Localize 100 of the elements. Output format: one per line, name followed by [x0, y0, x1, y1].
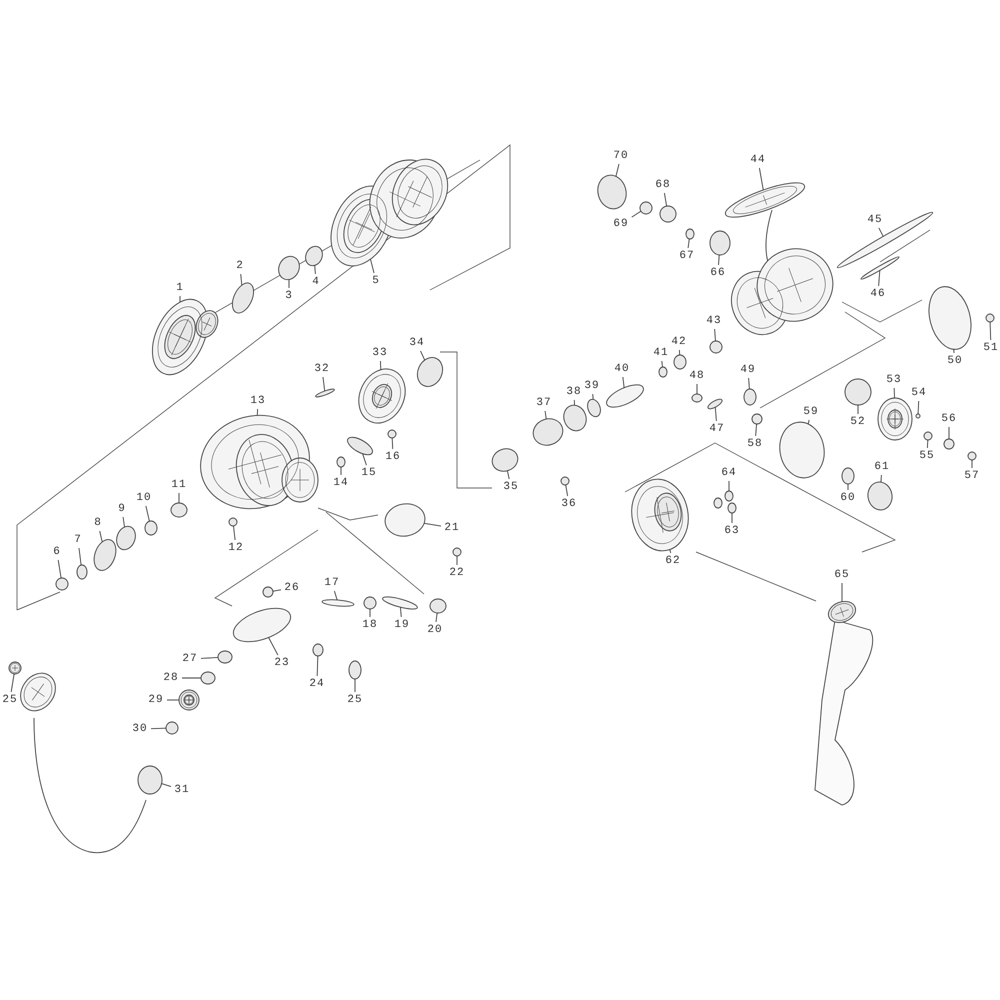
reel-part-drawing [116, 526, 136, 550]
reel-part-drawing [968, 452, 976, 460]
leader-line [380, 360, 382, 370]
reel-part-drawing [724, 490, 734, 502]
leader-line [122, 516, 125, 528]
reel-part-drawing [170, 502, 188, 518]
leader-line [688, 238, 690, 248]
callout-number: 57 [964, 470, 980, 482]
leader-line [678, 350, 680, 356]
reel-part-drawing [384, 503, 426, 537]
callout-number: 33 [372, 347, 388, 359]
callout-number: 44 [750, 154, 766, 166]
leader-line [661, 360, 663, 368]
reel-part-drawing [707, 398, 723, 410]
reel-part-drawing [868, 482, 892, 510]
leader-line [316, 656, 318, 676]
reel-part-drawing [452, 548, 462, 556]
reel-part-drawing [752, 414, 762, 424]
leader-line [622, 376, 625, 388]
reel-part-drawing [779, 422, 825, 478]
leader-line [314, 264, 316, 274]
reel-part-drawing [348, 660, 362, 680]
leader-line [615, 164, 620, 177]
callout-number: 18 [362, 619, 378, 631]
leader-line [631, 210, 642, 218]
reel-part-drawing [232, 608, 292, 642]
callout-number: 32 [314, 363, 330, 375]
callout-number: 51 [983, 342, 999, 354]
leader-line [696, 384, 698, 394]
callout-number: 20 [427, 624, 443, 636]
reel-part-drawing [56, 578, 68, 590]
callout-number: 40 [614, 363, 630, 375]
callout-number: 47 [709, 423, 725, 435]
reel-part-drawing [336, 456, 346, 468]
reel-part-drawing [305, 246, 323, 266]
leader-line [233, 526, 236, 540]
leader-line [506, 470, 510, 480]
callout-number: 23 [274, 657, 290, 669]
callout-number: 7 [74, 534, 82, 546]
leader-line [362, 453, 367, 466]
callout-number: 60 [840, 492, 856, 504]
callout-number: 37 [536, 397, 552, 409]
reel-part-drawing [76, 564, 88, 580]
reel-part-drawing [744, 388, 756, 406]
callout-number: 42 [671, 336, 687, 348]
leader-line [288, 279, 290, 288]
callout-number: 43 [706, 315, 722, 327]
reel-part-drawing [388, 430, 396, 438]
reel-part-drawing [631, 478, 689, 552]
callout-number: 66 [710, 267, 726, 279]
leader-line [878, 270, 880, 286]
reel-part-drawing [152, 298, 218, 376]
leader-line [565, 484, 568, 496]
callout-number: 56 [941, 413, 957, 425]
callout-number: 39 [584, 380, 600, 392]
callout-number: 68 [655, 179, 671, 191]
callout-number: 6 [53, 546, 61, 558]
callout-number: 62 [665, 555, 681, 567]
callout-number: 11 [171, 479, 187, 491]
reel-part-drawing [587, 398, 601, 418]
reel-part-drawing [358, 368, 406, 424]
leader-line [436, 612, 438, 622]
leader-line [669, 549, 672, 554]
reel-part-drawing [364, 596, 376, 610]
leader-line [420, 350, 426, 361]
leader-line [340, 466, 342, 476]
reel-part-drawing [814, 601, 874, 806]
leader-line [150, 728, 166, 730]
leader-line [592, 394, 594, 400]
callout-number: 5 [372, 275, 380, 287]
callout-number: 35 [503, 481, 519, 493]
leader-line [178, 492, 180, 504]
reel-part-drawing [532, 418, 564, 446]
reel-part-drawing [986, 314, 994, 322]
reel-part-drawing [710, 230, 730, 256]
leader-line [392, 438, 394, 450]
reel-part-drawing [686, 228, 694, 240]
callout-number: 25 [347, 694, 363, 706]
reel-part-drawing [278, 256, 300, 280]
callout-number: 19 [394, 619, 410, 631]
callout-number: 2 [236, 260, 244, 272]
reel-part-drawing [640, 202, 652, 214]
reel-part-drawing [347, 436, 373, 456]
reel-part-drawing [860, 256, 900, 280]
callout-number: 26 [284, 582, 300, 594]
reel-part-drawing [322, 599, 354, 607]
callout-number: 3 [285, 290, 293, 302]
reel-part-drawing [842, 468, 854, 484]
reel-part-drawing [944, 438, 954, 450]
callout-number: 24 [309, 678, 325, 690]
reel-part-drawing [728, 502, 736, 514]
leader-line [544, 410, 547, 420]
leader-line [808, 420, 810, 424]
reel-part-drawing [928, 286, 972, 350]
reel-part-drawing [200, 672, 216, 684]
leader-line [926, 440, 928, 448]
callout-number: 25 [2, 694, 18, 706]
leader-line [953, 348, 955, 354]
callout-number: 9 [118, 503, 126, 515]
leader-line [240, 274, 242, 286]
